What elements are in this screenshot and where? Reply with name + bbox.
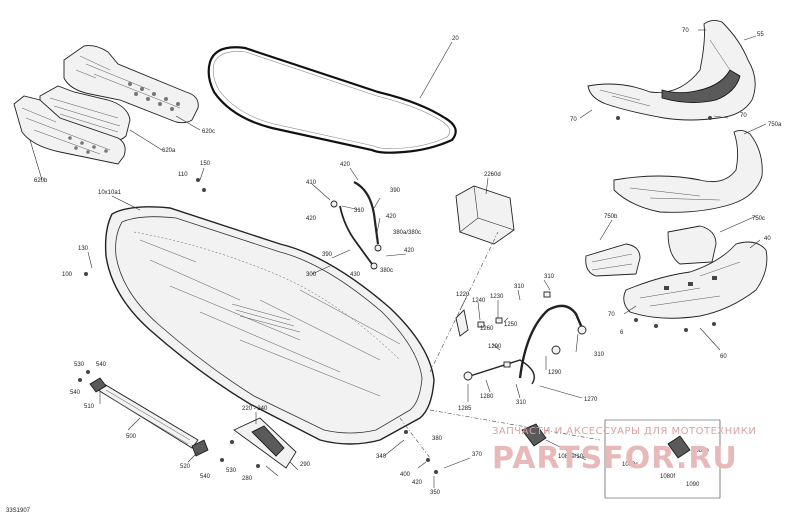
label-750a: 750a	[768, 122, 782, 128]
cover-750c	[667, 225, 717, 265]
label-1250: 1250	[504, 322, 518, 328]
label-1280: 1280	[480, 394, 494, 400]
label-60: 60	[720, 354, 727, 360]
hose-1270	[463, 304, 587, 385]
label-420e: 420	[412, 480, 423, 486]
reference-lines	[399, 231, 601, 459]
rail-500	[89, 377, 209, 457]
label-1220: 1220	[456, 292, 470, 298]
label-350: 350	[430, 490, 441, 496]
label-1080c: 1080c	[622, 462, 638, 468]
label-520: 520	[180, 464, 191, 470]
label-2260d: 2260d	[484, 172, 501, 178]
label-420c: 420	[306, 216, 317, 222]
hose-300	[330, 181, 382, 270]
label-500: 500	[126, 434, 137, 440]
callout-labels: 20 55 70 70 70 750a 750b 750c 40 70 6 60…	[34, 28, 782, 496]
label-380a: 380a/380c	[393, 230, 421, 236]
label-1260: 1260	[480, 326, 494, 332]
label-70b: 70	[570, 117, 577, 123]
label-1290a: 1290	[488, 344, 502, 350]
label-150: 150	[200, 161, 211, 167]
label-6: 6	[620, 330, 624, 336]
label-510: 510	[84, 404, 95, 410]
label-390a: 390	[390, 188, 401, 194]
label-1290b: 1290	[548, 370, 562, 376]
floor-mat-620b	[13, 95, 126, 165]
label-420b: 420	[386, 214, 397, 220]
label-310b: 310	[544, 274, 555, 280]
label-750c: 750c	[752, 216, 765, 222]
label-130: 130	[78, 246, 89, 252]
watermark-tagline: ЗАПЧАСТИ И АКСЕССУАРЫ ДЛЯ МОТОТЕХНИКИ	[492, 426, 756, 437]
label-540a: 540	[96, 362, 107, 368]
label-70a: 70	[682, 28, 689, 34]
seal-ring-part	[207, 46, 457, 154]
label-1285: 1285	[458, 406, 472, 412]
label-300: 300	[306, 272, 317, 278]
label-40: 40	[764, 236, 771, 242]
label-430: 430	[350, 272, 361, 278]
label-55: 55	[757, 32, 764, 38]
watermark: ЗАПЧАСТИ И АКСЕССУАРЫ ДЛЯ МОТОТЕХНИКИ PA…	[492, 426, 756, 476]
label-370: 370	[472, 452, 483, 458]
diagram-code: 33S1907	[6, 508, 31, 514]
label-620a: 620a	[162, 148, 176, 154]
label-20: 20	[452, 36, 459, 42]
label-310a: 310	[354, 208, 365, 214]
label-530: 530	[74, 362, 85, 368]
label-400: 400	[400, 472, 411, 478]
label-1090: 1090	[686, 482, 700, 488]
label-290: 290	[300, 462, 311, 468]
label-10x: 10x10a1	[98, 190, 122, 196]
label-1080f: 1080f	[660, 474, 675, 480]
label-750b: 750b	[604, 214, 618, 220]
cover-750b	[585, 243, 641, 277]
label-1230: 1230	[490, 294, 504, 300]
box-2260d	[455, 185, 515, 245]
label-530b: 530	[226, 468, 237, 474]
handlebar-cover-55	[587, 19, 756, 121]
label-620c: 620c	[202, 129, 215, 135]
hull-body	[104, 206, 435, 445]
label-420d: 420	[404, 248, 415, 254]
fitting-1220	[455, 291, 551, 368]
bracket-40	[623, 241, 768, 319]
fasteners	[78, 116, 716, 474]
label-340: 340	[376, 454, 387, 460]
plate-220	[233, 417, 297, 469]
label-540c: 540	[200, 474, 211, 480]
cover-750a	[613, 129, 763, 213]
label-1080e: 1080e/1080a	[558, 454, 594, 460]
label-1270: 1270	[584, 397, 598, 403]
label-540b: 540	[70, 390, 81, 396]
drain-assembly-1080	[521, 419, 721, 499]
leader-lines	[29, 29, 767, 488]
label-70c: 70	[740, 113, 747, 119]
label-310c: 310	[514, 284, 525, 290]
label-410: 410	[306, 180, 317, 186]
label-390b: 390	[322, 252, 333, 258]
label-70d: 70	[608, 312, 615, 318]
label-100: 100	[62, 272, 73, 278]
label-110: 110	[178, 172, 188, 178]
label-280: 280	[242, 476, 253, 482]
label-220: 220 - 240	[242, 406, 268, 412]
label-380b: 380	[432, 436, 443, 442]
floor-mat-620c	[63, 45, 199, 124]
label-420a: 420	[340, 162, 351, 168]
label-620b: 620b	[34, 178, 48, 184]
label-310d: 310	[594, 352, 605, 358]
label-380c: 380c	[380, 268, 393, 274]
watermark-logo: PARTSFOR.RU	[492, 441, 738, 476]
label-1240: 1240	[472, 298, 486, 304]
label-310e: 310	[516, 400, 527, 406]
label-1080b: 1080b	[692, 448, 709, 454]
